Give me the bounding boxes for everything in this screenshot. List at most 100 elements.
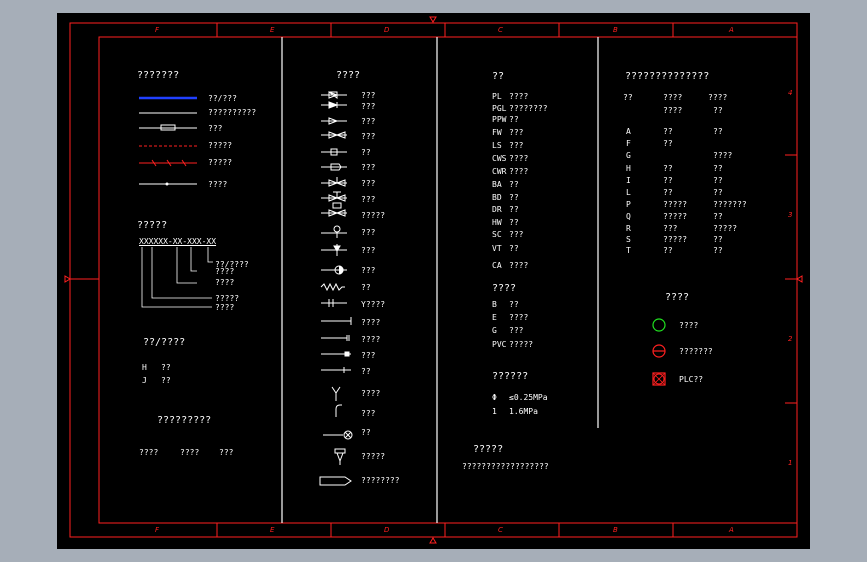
medium-name: ?? xyxy=(509,205,519,214)
valve-label: ??? xyxy=(361,409,376,418)
instrument-label: ???? xyxy=(679,321,699,330)
code-row-a: ????? xyxy=(663,235,688,244)
valve-label: ?? xyxy=(361,148,371,157)
medium-name: ?? xyxy=(509,218,519,227)
meter-code: H xyxy=(142,363,147,372)
outer-frame xyxy=(69,22,798,538)
code-label: ???? xyxy=(215,278,235,287)
code-row-b: ?? xyxy=(713,164,723,173)
code-row-b: ?? xyxy=(713,212,723,221)
zone-label-bottom: C xyxy=(498,526,503,534)
zone-label-bottom: F xyxy=(155,526,160,534)
medium-name: ???? xyxy=(509,261,529,270)
line-label: ???? xyxy=(208,180,228,189)
code-row-code: S xyxy=(626,235,631,244)
code-row-a: ?? xyxy=(663,127,673,136)
code-row-code: Q xyxy=(626,212,631,221)
code-label: ????? xyxy=(215,294,240,303)
valve-label: ?? xyxy=(361,428,371,437)
valve-label: ????? xyxy=(361,452,386,461)
medium-code: LS xyxy=(492,141,502,150)
medium-name: ???? xyxy=(509,154,529,163)
zone-label-side: 2 xyxy=(788,335,793,343)
zone-label-side: 1 xyxy=(788,459,793,467)
medium-code: CA xyxy=(492,261,502,270)
valve-label: ??? xyxy=(361,102,376,111)
table-subheader: ?? xyxy=(713,106,723,115)
table-subheader: ???? xyxy=(663,106,683,115)
line-label: ??? xyxy=(208,124,223,133)
instrument-symbols xyxy=(652,318,666,386)
medium-name: ??? xyxy=(509,128,524,137)
zone-label-top: B xyxy=(613,26,618,34)
unit-title: ????????? xyxy=(157,415,212,426)
zone-label-top: D xyxy=(384,26,390,34)
table-header: ?? xyxy=(623,93,633,102)
column-dividers xyxy=(281,37,599,523)
local-instrument-icon xyxy=(652,318,666,332)
pressure-title: ?????? xyxy=(492,371,529,382)
valve-label: ?? xyxy=(361,367,371,376)
valve-label: ????? xyxy=(361,211,386,220)
pressure-value: ≤0.25MPa xyxy=(509,393,548,402)
valve-symbols xyxy=(319,91,353,486)
code-row-b: ?? xyxy=(713,188,723,197)
code-row-a: ????? xyxy=(663,200,688,209)
valve-label: ???????? xyxy=(361,476,400,485)
unit-item: ???? xyxy=(180,448,200,457)
valve-label: ??? xyxy=(361,266,376,275)
medium-code: PL xyxy=(492,92,502,101)
code-label: ???? xyxy=(215,267,235,276)
plc-instrument-icon xyxy=(652,372,666,386)
code-row-a: ??? xyxy=(663,224,678,233)
meter-code: J xyxy=(142,376,147,385)
zone-label-top: E xyxy=(270,26,275,34)
zone-label-bottom: E xyxy=(270,526,275,534)
valve-label: ??? xyxy=(361,351,376,360)
valve-label: ?? xyxy=(361,283,371,292)
medium-code: FW xyxy=(492,128,502,137)
code-row-b: ?? xyxy=(713,246,723,255)
code-row-code: T xyxy=(626,246,631,255)
instrument-label: PLC?? xyxy=(679,375,704,384)
pipe-medium-title: ?? xyxy=(492,71,505,82)
code-row-a: ????? xyxy=(663,212,688,221)
meter-title: ??/???? xyxy=(143,337,186,348)
medium-name: ???????? xyxy=(509,104,548,113)
drawing-sheet: F E D C B A F E D C B A 4 3 2 1 ??????? … xyxy=(57,13,810,549)
valve-label: ??? xyxy=(361,246,376,255)
pressure-code: Φ xyxy=(492,393,497,402)
meter-name: ?? xyxy=(161,376,171,385)
zone-label-bottom: D xyxy=(384,526,390,534)
medium-name: ?? xyxy=(509,244,519,253)
code-row-a: ?? xyxy=(663,164,673,173)
medium-name: ???? xyxy=(509,92,529,101)
material-name: ??? xyxy=(509,326,524,335)
instrument-label: ??????? xyxy=(679,347,713,356)
code-row-b: ?? xyxy=(713,235,723,244)
valve-label: ??? xyxy=(361,132,376,141)
instrument-legend-title: ???? xyxy=(665,292,690,303)
line-label: ????? xyxy=(208,158,233,167)
valve-label: ??? xyxy=(361,91,376,100)
medium-name: ??? xyxy=(509,230,524,239)
material-code: B xyxy=(492,300,497,309)
table-header: ???? xyxy=(708,93,728,102)
note-title: ????? xyxy=(473,444,504,455)
code-row-code: A xyxy=(626,127,631,136)
medium-code: CWR xyxy=(492,167,507,176)
zone-label-bottom: A xyxy=(729,526,734,534)
sleeve-icon xyxy=(160,124,176,131)
material-title: ???? xyxy=(492,283,517,294)
medium-name: ?? xyxy=(509,180,519,189)
code-label: ???? xyxy=(215,303,235,312)
valve-label: ??? xyxy=(361,117,376,126)
medium-code: BD xyxy=(492,193,502,202)
material-code: E xyxy=(492,313,497,322)
code-label: ??/???? xyxy=(215,260,249,269)
code-row-a: ?? xyxy=(663,188,673,197)
code-row-code: L xyxy=(626,188,631,197)
code-row-code: F xyxy=(626,139,631,148)
medium-name: ???? xyxy=(509,167,529,176)
zone-label-top: F xyxy=(155,26,160,34)
